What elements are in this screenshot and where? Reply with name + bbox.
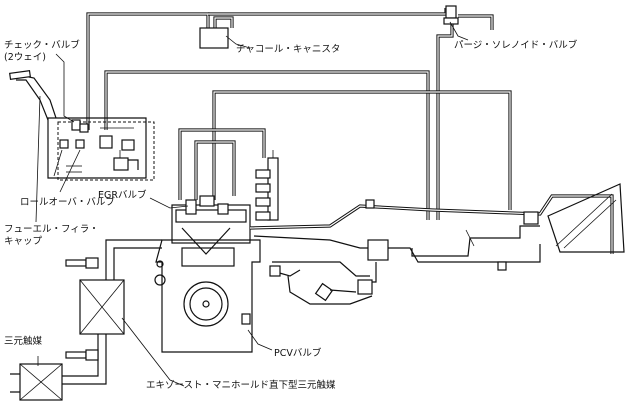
intake-system (249, 183, 625, 271)
o2-sensors (65, 257, 99, 361)
purge-solenoid-valve-symbol (443, 5, 459, 25)
egr-valve-symbol (185, 195, 229, 215)
check-valve-label-sub: (2ウェイ) (4, 52, 46, 63)
fuel-tank (47, 117, 155, 181)
rollover-valve-symbols (59, 139, 85, 149)
pcv-valve-label: PCVバルブ (274, 348, 322, 359)
throttle-body-valves (269, 239, 389, 305)
fuel-filler-cap-label: フューエル・フィラ・ (4, 224, 99, 235)
injectors (255, 150, 279, 221)
check-valve-label: チェック・バルブ (4, 40, 80, 51)
exhaust-manifold-catalyst-label: エキゾースト・マニホールド直下型三元触媒 (146, 380, 336, 391)
check-valve-symbol (71, 119, 89, 133)
purge-solenoid-valve-label: パージ・ソレノイド・バルブ (454, 40, 578, 51)
exhaust-system (10, 239, 162, 401)
charcoal-canister-label: チャコール・キャニスタ (236, 44, 341, 55)
pcv-valve-symbol (241, 313, 251, 325)
fuel-filler-neck (9, 69, 57, 121)
engine (154, 204, 261, 353)
egr-valve-label: EGRバルブ (98, 190, 147, 201)
charcoal-canister-box (199, 27, 229, 49)
vapor-lines-top (86, 8, 494, 220)
rollover-valve-label: ロールオーバ・バルブ (20, 197, 115, 208)
vacuum-hoses (104, 70, 512, 220)
leader-lines (35, 21, 469, 387)
three-way-catalyst-label: 三元触媒 (4, 336, 43, 347)
fuel-filler-cap-label-sub: キャップ (4, 236, 43, 247)
